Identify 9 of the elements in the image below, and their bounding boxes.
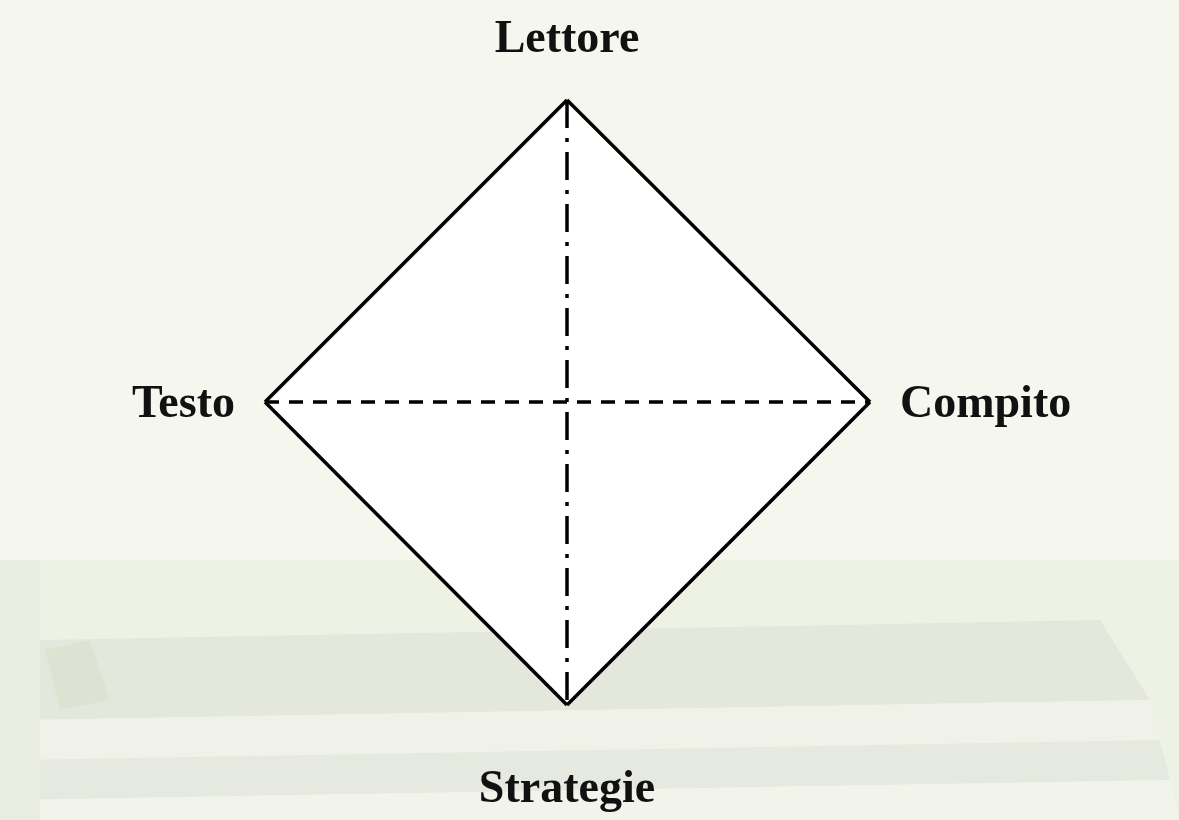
vertex-label: Lettore: [494, 14, 640, 60]
vertex-label: Compito: [900, 379, 1072, 425]
line: [263, 98, 569, 404]
vertex-label: Testo: [131, 379, 235, 425]
dashed-line: [265, 400, 870, 404]
line: [565, 400, 872, 707]
line: [263, 400, 569, 707]
vertex-label: Strategie: [478, 764, 656, 810]
line: [565, 98, 872, 404]
